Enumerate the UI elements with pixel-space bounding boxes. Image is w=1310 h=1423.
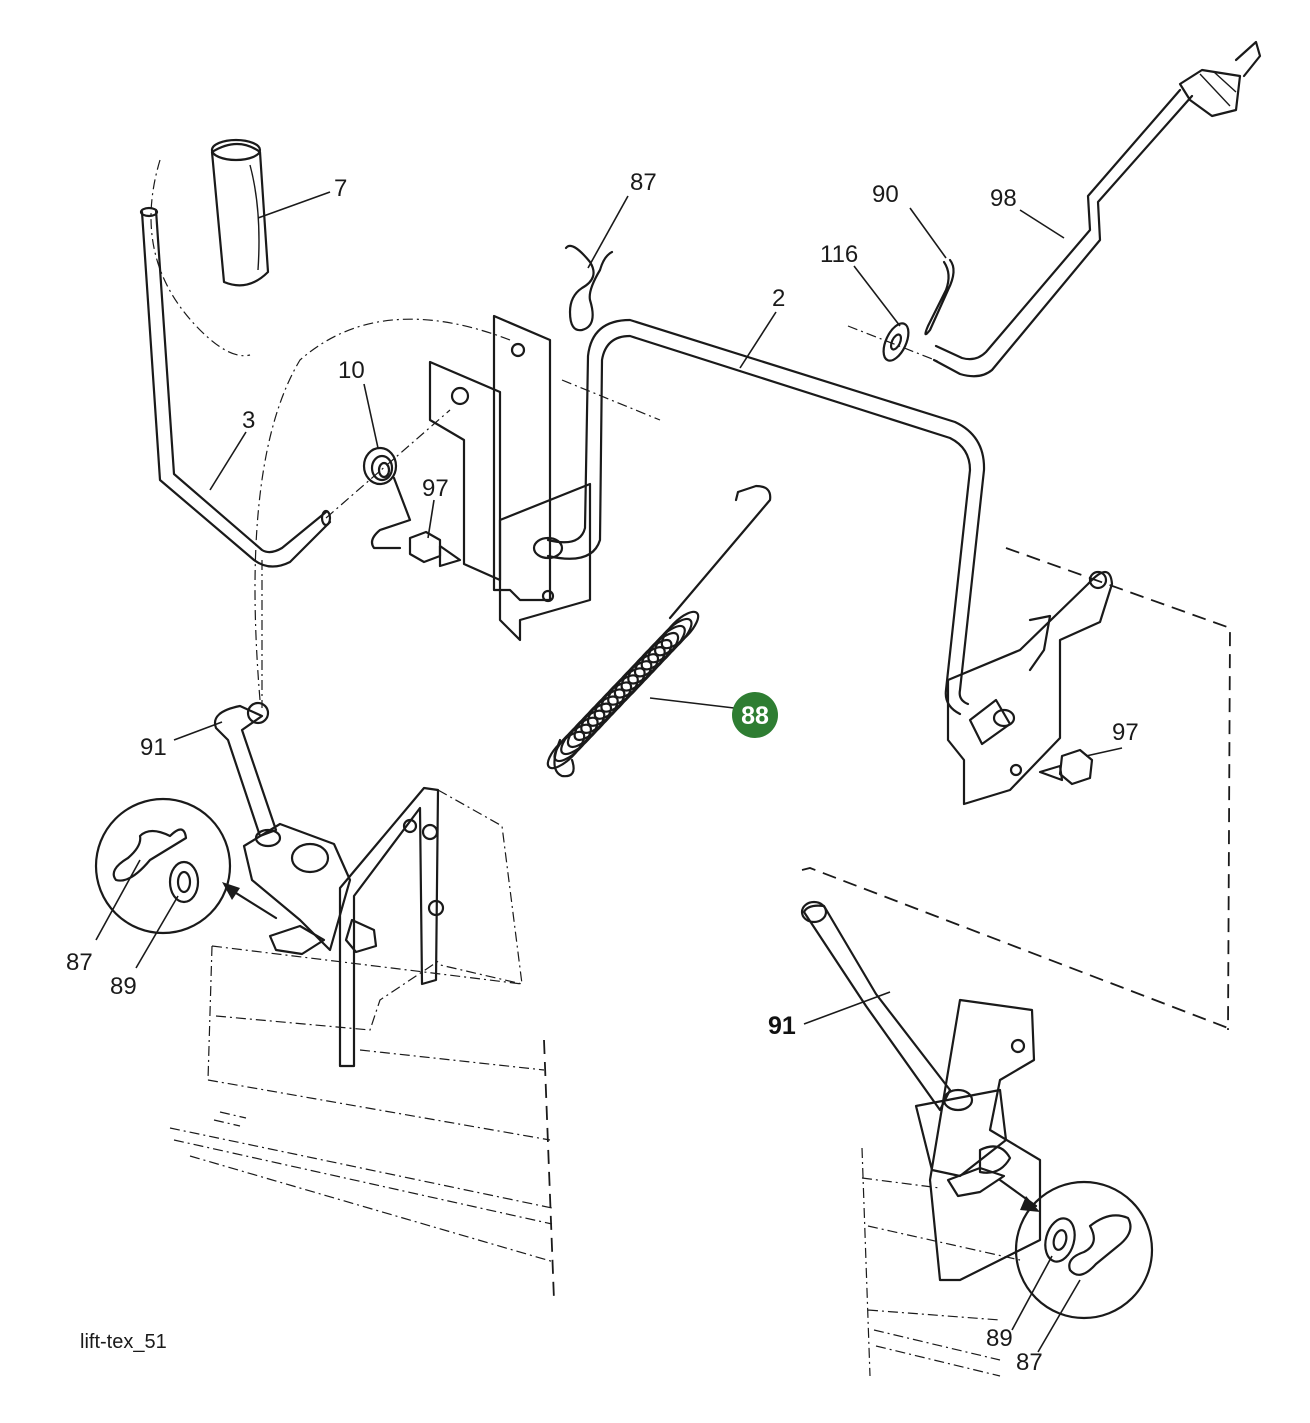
link-rod-left [213, 701, 282, 848]
callout-87-top: 87 [630, 169, 657, 196]
detail-circle-right [998, 1178, 1154, 1320]
spring-coil [633, 638, 673, 678]
callout-97-right: 97 [1112, 719, 1139, 746]
spring-coil [640, 631, 680, 671]
hex-bolt-right [1038, 748, 1094, 786]
detail-boundary-lower [801, 867, 1229, 1029]
callout-87-right: 87 [1016, 1349, 1043, 1376]
callout-7: 7 [334, 175, 347, 202]
spring-coil [613, 660, 653, 699]
callout-90: 90 [872, 181, 899, 208]
spring-coil [600, 674, 639, 713]
handle-grip [150, 138, 270, 357]
lift-shaft [546, 318, 986, 716]
lift-lever [139, 206, 451, 568]
torsion-spring [362, 446, 412, 550]
leader-lines [95, 191, 1123, 1353]
extension-spring [546, 484, 772, 778]
spring-coil [560, 716, 599, 756]
callout-87-left: 87 [66, 949, 93, 976]
callout-89-left: 89 [110, 973, 137, 1000]
callout-98: 98 [990, 185, 1017, 212]
hex-bolt-left [408, 530, 462, 568]
center-bracket [428, 314, 661, 642]
right-bracket [946, 570, 1114, 806]
spring-coil [573, 702, 613, 742]
callout-10: 10 [338, 357, 365, 384]
spring-coil [654, 617, 693, 657]
callout-88: 88 [741, 702, 769, 730]
hairpin-clip-top [564, 244, 614, 332]
spring-coil [566, 709, 606, 749]
callout-3: 3 [242, 407, 255, 434]
spring-coil [586, 688, 626, 727]
spring-coil [593, 681, 633, 720]
callout-91-right: 91 [768, 1012, 796, 1040]
callout-97-left: 97 [422, 475, 449, 502]
detail-boundary-upper [1005, 547, 1231, 1031]
spring-coil [580, 695, 619, 734]
reference-arc [254, 318, 511, 701]
detail-circle-left [94, 797, 278, 935]
deck-left [169, 945, 555, 1301]
callout-88-badge[interactable]: 88 [732, 692, 778, 738]
diagram-caption: lift-tex_51 [80, 1331, 167, 1353]
deck-right [861, 1147, 1021, 1377]
callout-116: 116 [820, 241, 858, 268]
spring-coil [627, 646, 666, 685]
spring-coil [546, 730, 586, 770]
callout-2: 2 [772, 285, 785, 312]
lower-right-bracket [914, 998, 1042, 1282]
adjustment-rod [932, 40, 1262, 378]
spring-coil [660, 610, 700, 650]
cotter-pin [924, 258, 955, 336]
spring-coil [647, 624, 686, 664]
callout-91-left: 91 [140, 734, 167, 761]
spring-coil [607, 667, 646, 706]
spring-coil [620, 653, 660, 692]
lower-left-bracket [242, 786, 523, 1068]
callout-89-right: 89 [986, 1325, 1013, 1352]
flat-washer [847, 322, 941, 363]
